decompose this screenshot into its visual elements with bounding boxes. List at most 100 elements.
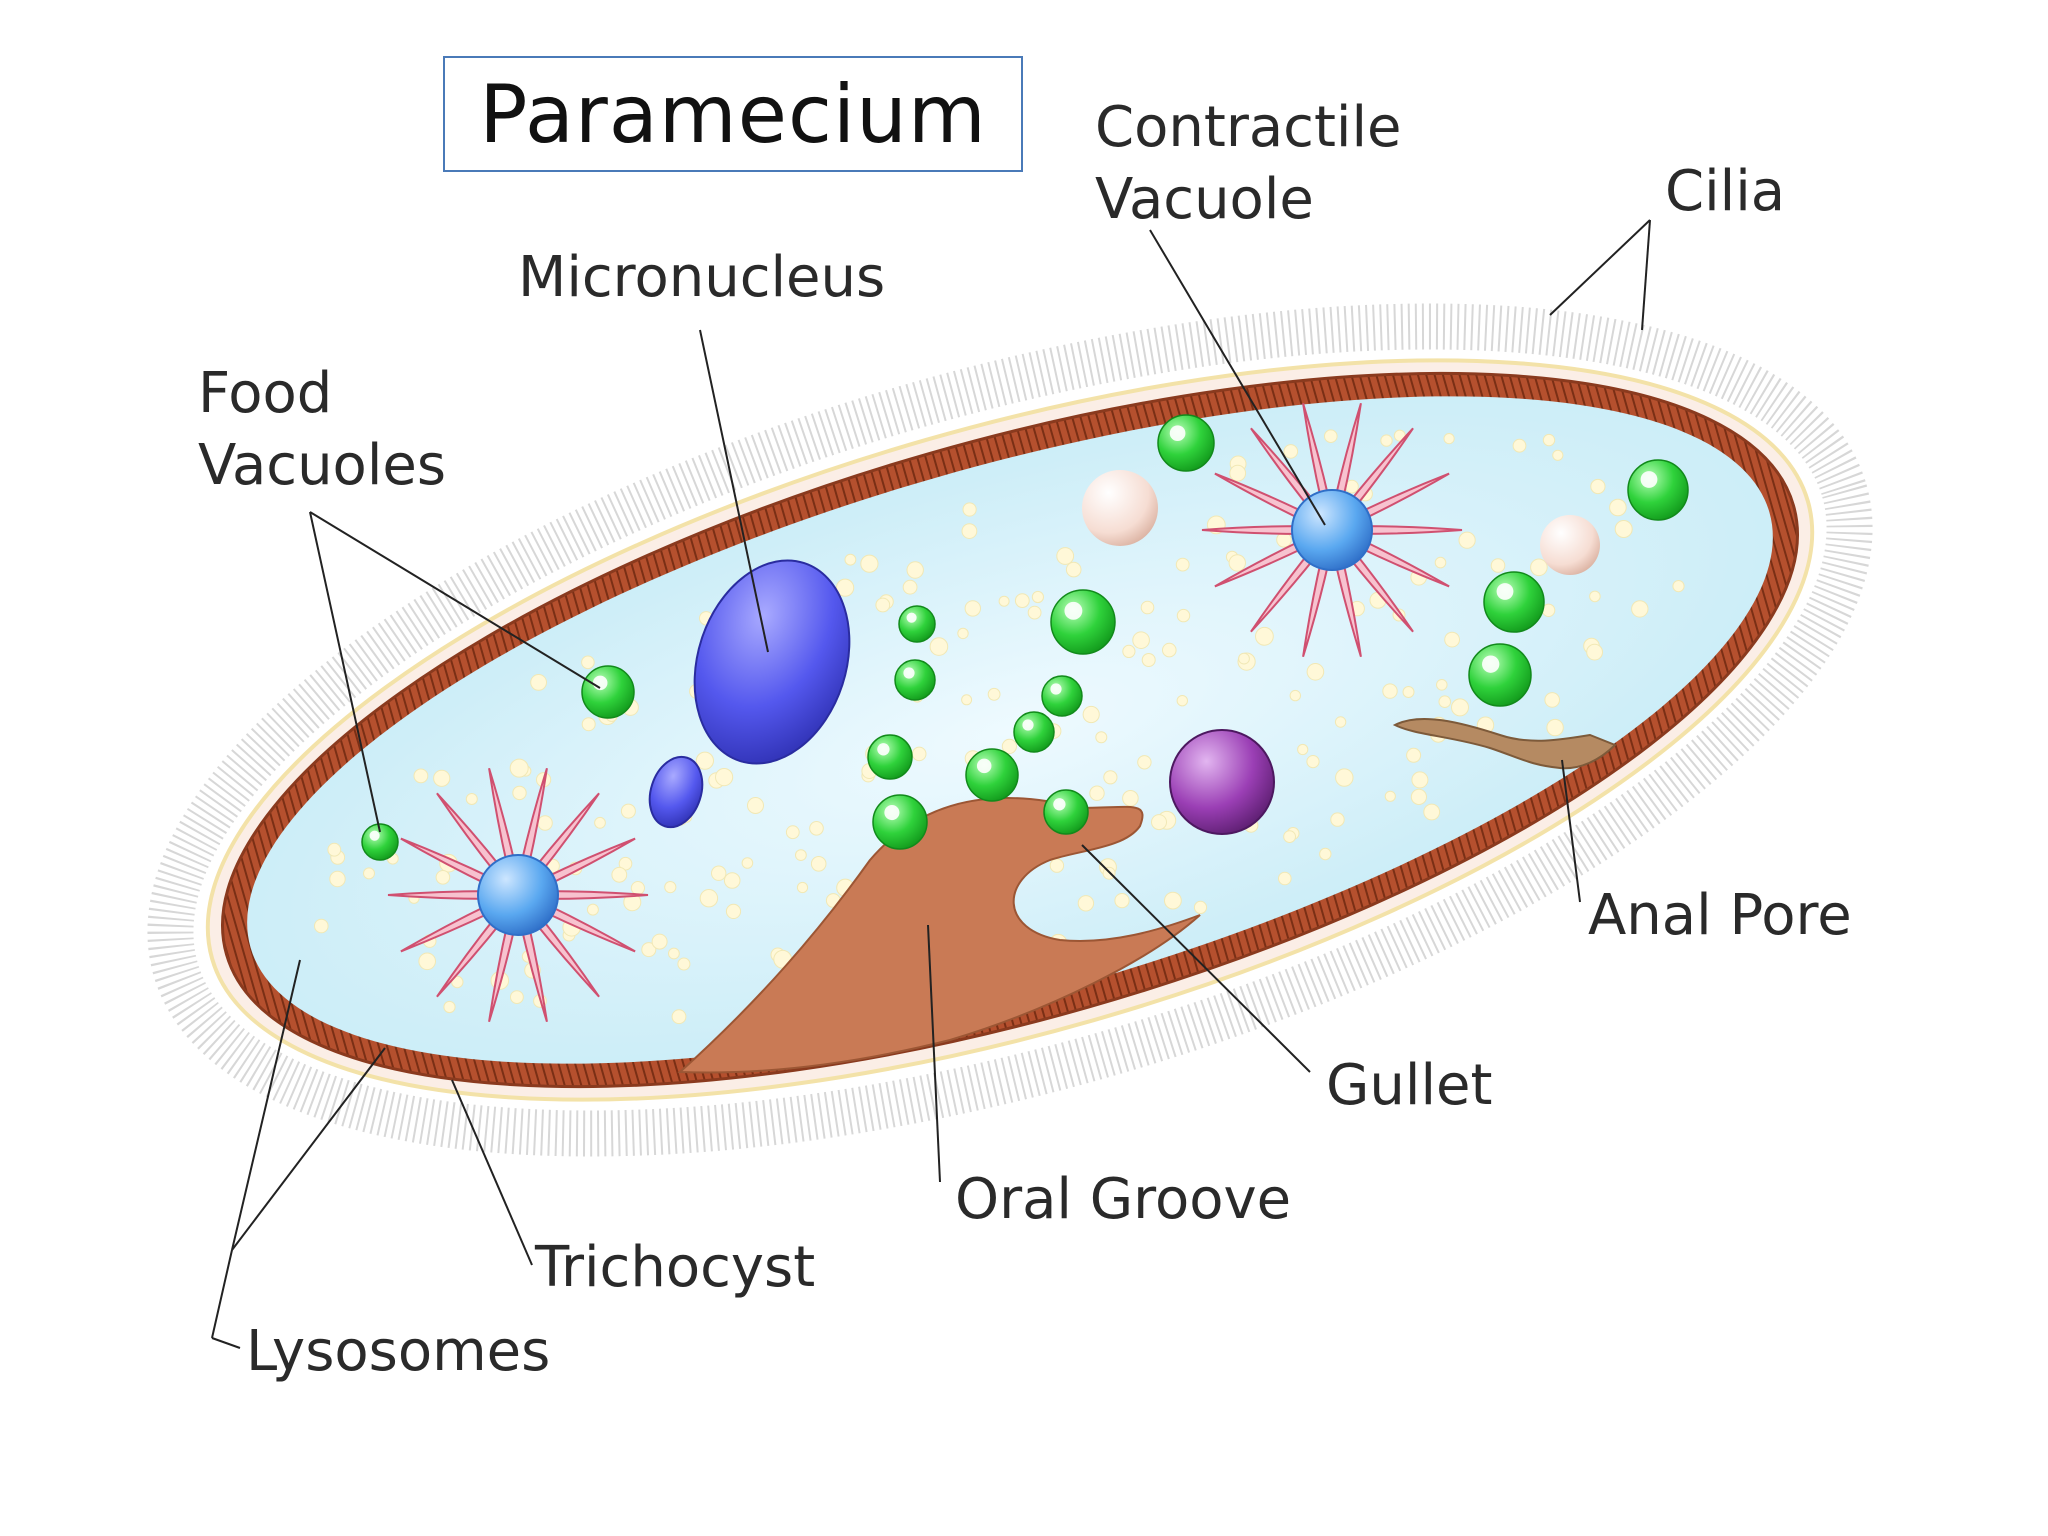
- granule: [1122, 644, 1136, 659]
- food-vacuole: [898, 605, 936, 643]
- granule: [1095, 731, 1108, 744]
- food-vacuoles: [361, 414, 1689, 861]
- radial-canal: [1201, 525, 1304, 535]
- leader-trichocyst: [451, 1079, 533, 1266]
- radial-canal: [519, 921, 548, 1023]
- radial-canal: [400, 903, 495, 953]
- granule: [964, 600, 981, 617]
- granule: [836, 578, 855, 597]
- granule: [1672, 580, 1685, 593]
- radial-canal: [488, 921, 517, 1023]
- food-vacuole: [1157, 414, 1215, 472]
- granule: [1423, 803, 1441, 821]
- contractile-vacuole-left: [387, 767, 649, 1023]
- leader-oral-groove: [927, 924, 941, 1183]
- highlight: [1064, 601, 1083, 620]
- granule: [664, 881, 677, 894]
- granule: [911, 746, 927, 762]
- granule: [1164, 891, 1182, 910]
- highlight: [1640, 471, 1658, 488]
- granule: [860, 554, 879, 573]
- granule: [1141, 653, 1156, 667]
- granule: [1382, 683, 1398, 699]
- radial-canal: [541, 837, 636, 887]
- food-vacuole: [1043, 789, 1089, 835]
- granule: [1137, 755, 1152, 770]
- granule: [1609, 498, 1627, 517]
- radial-canal: [546, 890, 649, 900]
- granule: [1589, 590, 1601, 603]
- granule: [1324, 429, 1338, 444]
- granule: [433, 769, 451, 787]
- granule: [1122, 790, 1139, 807]
- granule: [875, 597, 891, 613]
- leader-contractile-vacuole: [1149, 229, 1326, 526]
- granule: [1229, 464, 1247, 482]
- radial-canal: [532, 914, 600, 998]
- radial-canal: [1214, 538, 1309, 588]
- granule: [961, 523, 978, 539]
- granule: [1132, 631, 1150, 650]
- granule: [1330, 812, 1345, 827]
- highlight: [1050, 683, 1062, 695]
- granule: [1306, 755, 1320, 769]
- label-food-vacuoles-2: Vacuoles: [198, 433, 447, 498]
- title-box: Paramecium: [443, 56, 1023, 172]
- radial-canal: [519, 767, 548, 869]
- highlight: [903, 667, 915, 679]
- radial-canal: [532, 792, 600, 876]
- granule: [641, 942, 657, 958]
- granule: [1451, 698, 1469, 717]
- granule: [1082, 705, 1100, 724]
- granule: [611, 866, 628, 883]
- granule: [1443, 433, 1455, 445]
- granule: [1228, 554, 1247, 572]
- food-vacuole: [867, 734, 913, 780]
- food-vacuole: [1013, 711, 1055, 753]
- purple-vacuole: [1169, 729, 1275, 835]
- granule: [1065, 561, 1082, 578]
- highlight: [1022, 719, 1034, 731]
- radial-canal: [1333, 402, 1362, 504]
- granule: [699, 889, 719, 908]
- label-oral-groove: Oral Groove: [955, 1167, 1292, 1232]
- leader-micronucleus: [699, 329, 769, 653]
- highlight: [1169, 425, 1186, 442]
- highlight: [976, 758, 992, 774]
- leader-gullet: [1081, 844, 1311, 1073]
- radial-canal: [488, 767, 517, 869]
- label-contractile-vacuole-2: Vacuole: [1095, 167, 1314, 232]
- granule: [1402, 686, 1415, 698]
- granule: [510, 990, 524, 1004]
- granule: [1283, 444, 1299, 459]
- granule: [725, 903, 742, 920]
- granule: [1103, 770, 1118, 785]
- granule: [1444, 631, 1460, 648]
- granule: [1380, 434, 1393, 447]
- radial-canal: [1302, 402, 1331, 504]
- granule: [1056, 547, 1075, 565]
- granule: [695, 751, 715, 770]
- label-food-vacuoles-1: Food: [198, 361, 333, 426]
- radial-canal: [541, 903, 636, 953]
- food-vacuole: [1050, 589, 1116, 655]
- granule: [809, 821, 824, 836]
- highlight: [369, 830, 380, 841]
- granule: [1027, 605, 1042, 620]
- granule: [1490, 558, 1506, 573]
- radial-canal: [1346, 549, 1414, 633]
- granule: [537, 815, 553, 831]
- granule: [785, 825, 800, 840]
- granule: [1238, 652, 1250, 665]
- granule: [1278, 871, 1292, 886]
- granule: [651, 933, 668, 950]
- peach-vacuole-2: [1540, 515, 1600, 575]
- highlight: [884, 804, 900, 821]
- leader-cilia-1: [1549, 219, 1651, 316]
- leader-lysosomes-foot: [211, 1337, 241, 1349]
- radial-canal: [436, 914, 504, 998]
- granule: [443, 1000, 456, 1014]
- granule: [1176, 608, 1191, 623]
- granule: [1590, 478, 1606, 495]
